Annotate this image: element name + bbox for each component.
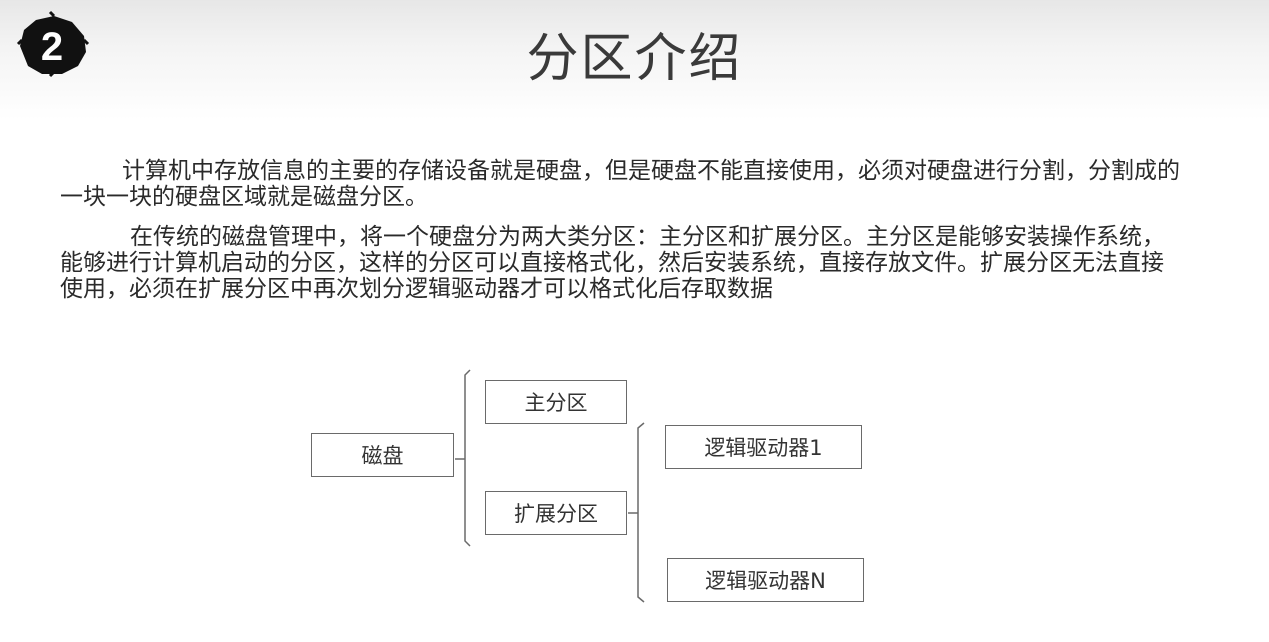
node-extended-partition: 扩展分区 <box>485 491 627 535</box>
slide-number: 2 <box>41 25 63 69</box>
header-band <box>0 0 1269 120</box>
paragraph-partition-types: 在传统的磁盘管理中，将一个硬盘分为两大类分区：主分区和扩展分区。主分区是能够安装… <box>60 224 1165 302</box>
node-logical-drive-last: 逻辑驱动器N <box>667 558 864 602</box>
slide-title: 分区介绍 <box>526 29 743 89</box>
paragraph-disk-partition-definition: 计算机中存放信息的主要的存储设备就是硬盘，但是硬盘不能直接使用，必须对硬盘进行分… <box>60 158 1180 210</box>
node-logical-drive-first: 逻辑驱动器1 <box>665 425 862 469</box>
node-disk: 磁盘 <box>311 433 454 477</box>
node-primary-partition: 主分区 <box>485 380 627 424</box>
number-badge-icon: 2 <box>14 10 90 80</box>
